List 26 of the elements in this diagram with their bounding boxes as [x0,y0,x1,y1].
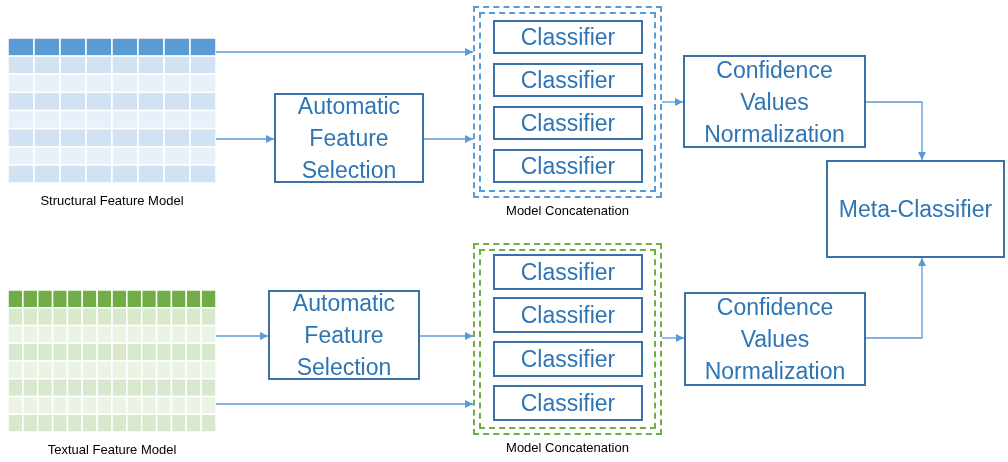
arrow [865,257,926,339]
arrow [215,135,275,143]
process-box: Classifier [493,149,643,183]
arrow [661,334,685,342]
arrow [419,332,474,340]
process-box: Classifier [493,385,643,421]
table-caption: Structural Feature Model [39,192,185,210]
arrow [215,332,269,340]
group-caption: Model Concatenation [505,202,630,220]
process-box: Classifier [493,297,643,333]
group-caption: Model Concatenation [505,439,630,457]
process-box: Classifier [493,106,643,140]
arrow [423,135,474,143]
process-box: Confidence Values Normalization [684,292,866,386]
process-box: Automatic Feature Selection [274,93,424,183]
process-box: Classifier [493,20,643,54]
process-box: Automatic Feature Selection [268,290,420,380]
process-box: Classifier [493,341,643,377]
process-box: Meta-Classifier [826,160,1005,258]
arrow [865,101,926,161]
process-box: Confidence Values Normalization [683,55,866,148]
process-box: Classifier [493,63,643,97]
arrow [661,98,684,106]
process-box: Classifier [493,254,643,290]
arrow [215,400,474,408]
table-caption: Textual Feature Model [46,441,178,459]
